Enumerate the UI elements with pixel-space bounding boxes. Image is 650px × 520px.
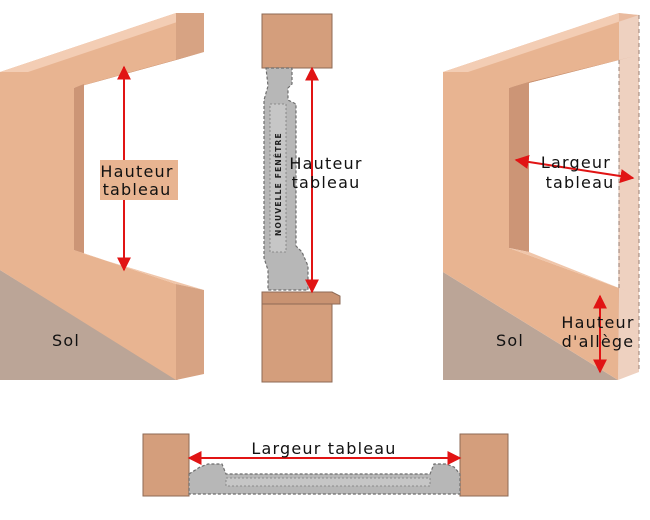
wall-front-face xyxy=(443,13,619,380)
sill-side-face xyxy=(176,284,204,380)
wall-front-face xyxy=(0,13,176,380)
right-jamb-block xyxy=(459,433,509,497)
floor-label: Sol xyxy=(52,331,80,350)
panel-horizontal-section: Largeur tableau xyxy=(142,433,509,497)
glass-pane xyxy=(269,103,287,253)
wall-top-face xyxy=(443,13,639,72)
width-label-line2: tableau xyxy=(546,173,615,192)
wall-top-face xyxy=(0,13,204,72)
panel-vertical-section: NOUVELLE FENÊTRE Hauteur tableau xyxy=(261,13,362,383)
height-label-line1: Hauteur xyxy=(289,154,362,173)
lintel-block xyxy=(261,13,333,69)
floor-label: Sol xyxy=(496,331,524,350)
width-label: Largeur tableau xyxy=(251,439,396,458)
wall-side-face xyxy=(176,13,204,60)
frame-label: NOUVELLE FENÊTRE xyxy=(274,132,283,236)
left-jamb-block xyxy=(142,433,190,497)
panel-width-perspective: Largeur tableau Hauteur d'allège Sol xyxy=(443,13,640,380)
lintel-underside xyxy=(74,52,204,88)
width-arrow xyxy=(514,154,635,184)
height-label-line2: tableau xyxy=(103,180,172,199)
sill-drip-edge xyxy=(261,291,341,305)
panel-height-perspective: Hauteur tableau Sol xyxy=(0,13,204,380)
wall-right-edge xyxy=(618,13,639,380)
sill-height-label-line2: d'allège xyxy=(562,332,635,351)
opening-left-reveal xyxy=(74,84,84,254)
sill-height-label-line1: Hauteur xyxy=(561,313,634,332)
label-backdrop xyxy=(100,160,178,200)
height-label-line2: tableau xyxy=(292,173,361,192)
opening-left-reveal xyxy=(509,82,529,252)
width-label-line1: Largeur xyxy=(541,153,611,172)
height-label-line1: Hauteur xyxy=(100,162,173,181)
glass-pane xyxy=(225,477,431,487)
sill-block xyxy=(261,291,333,383)
